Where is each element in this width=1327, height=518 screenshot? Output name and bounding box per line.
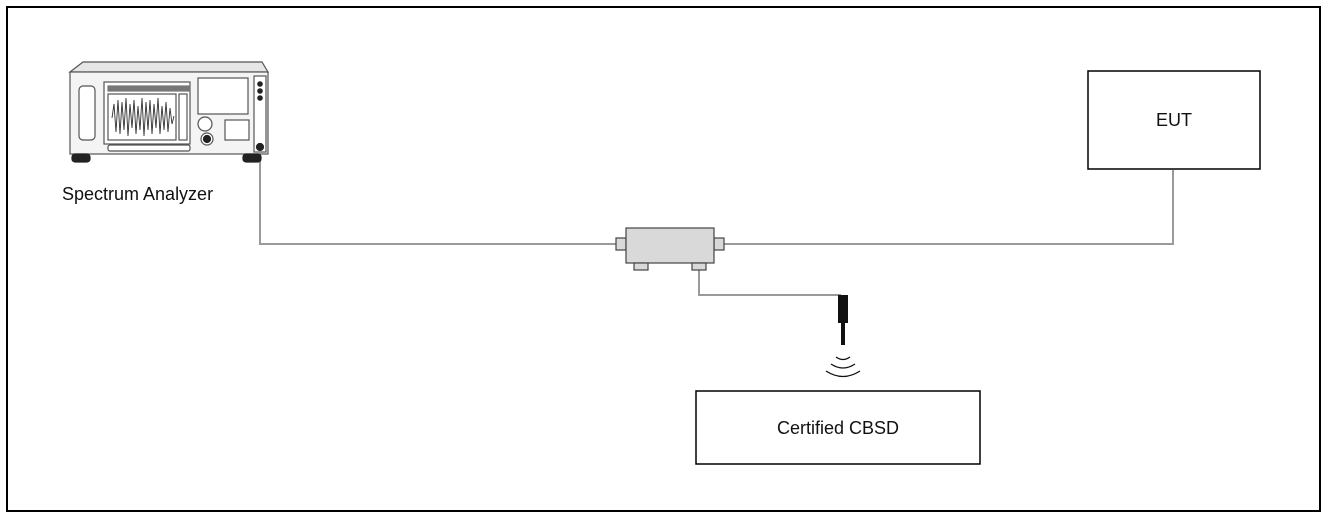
cable-coupler-to-antenna	[698, 270, 841, 296]
antenna-icon	[838, 295, 848, 345]
cable-coupler-to-eut	[724, 170, 1174, 245]
spectrum-analyzer-label: Spectrum Analyzer	[62, 184, 213, 204]
waveform-trace	[111, 97, 175, 137]
spectrum-analyzer-icon	[68, 61, 270, 163]
analyzer-rf-port	[255, 142, 265, 152]
certified-cbsd-label: Certified CBSD	[777, 418, 899, 438]
eut-box	[1087, 70, 1261, 170]
cable-analyzer-to-coupler	[259, 150, 616, 245]
eut-label: EUT	[1156, 110, 1192, 130]
certified-cbsd-box	[695, 390, 981, 465]
cables	[259, 150, 1174, 296]
radio-waves-icon	[825, 356, 861, 378]
coupler-icon	[615, 227, 725, 271]
